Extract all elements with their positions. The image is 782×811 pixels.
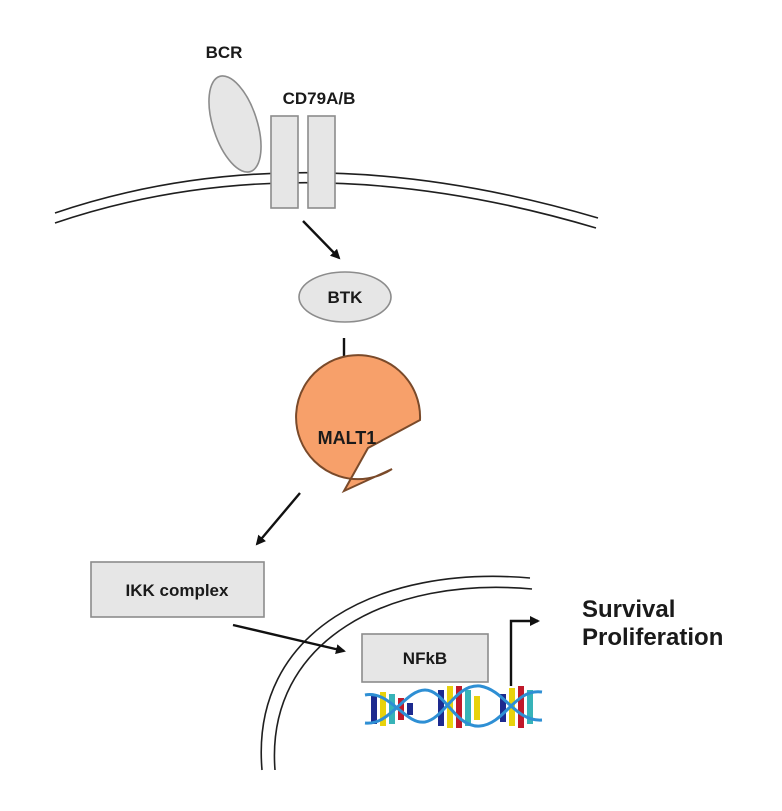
nfkb-box [361, 633, 489, 683]
cd79-label: CD79A/B [283, 89, 356, 108]
dna-strand-b [364, 688, 543, 728]
nuclear-membrane [260, 575, 533, 771]
arrow-malt1-to-ikk [255, 492, 301, 546]
malt1-shape [295, 354, 422, 494]
malt1-label: MALT1 [318, 428, 377, 448]
ikk-label: IKK complex [126, 581, 230, 600]
cd79-complex: CD79A/B [270, 89, 356, 209]
bcr-label: BCR [206, 43, 243, 62]
bcr-receptor: BCR [206, 43, 262, 173]
outcome-text: Survival Proliferation [582, 596, 723, 651]
btk-node: BTK [298, 271, 392, 323]
arrow-ikk-to-nfkb [232, 623, 346, 655]
cd79b-bar [307, 115, 336, 209]
btk-oval [298, 271, 392, 323]
cd79a-bar [270, 115, 299, 209]
dna-helix [364, 684, 543, 728]
survival-label: Survival [582, 596, 675, 623]
proliferation-label: Proliferation [582, 624, 723, 651]
malt1-node: MALT1 [295, 354, 422, 494]
ikk-complex-node: IKK complex [90, 561, 265, 618]
transcription-arrow [509, 616, 540, 686]
ikk-box [90, 561, 265, 618]
arrow-cd79-to-btk [302, 220, 341, 260]
btk-label: BTK [328, 288, 364, 307]
bcr-oval [208, 75, 262, 173]
nfkb-label: NFkB [403, 649, 447, 668]
nfkb-node: NFkB [361, 633, 489, 683]
